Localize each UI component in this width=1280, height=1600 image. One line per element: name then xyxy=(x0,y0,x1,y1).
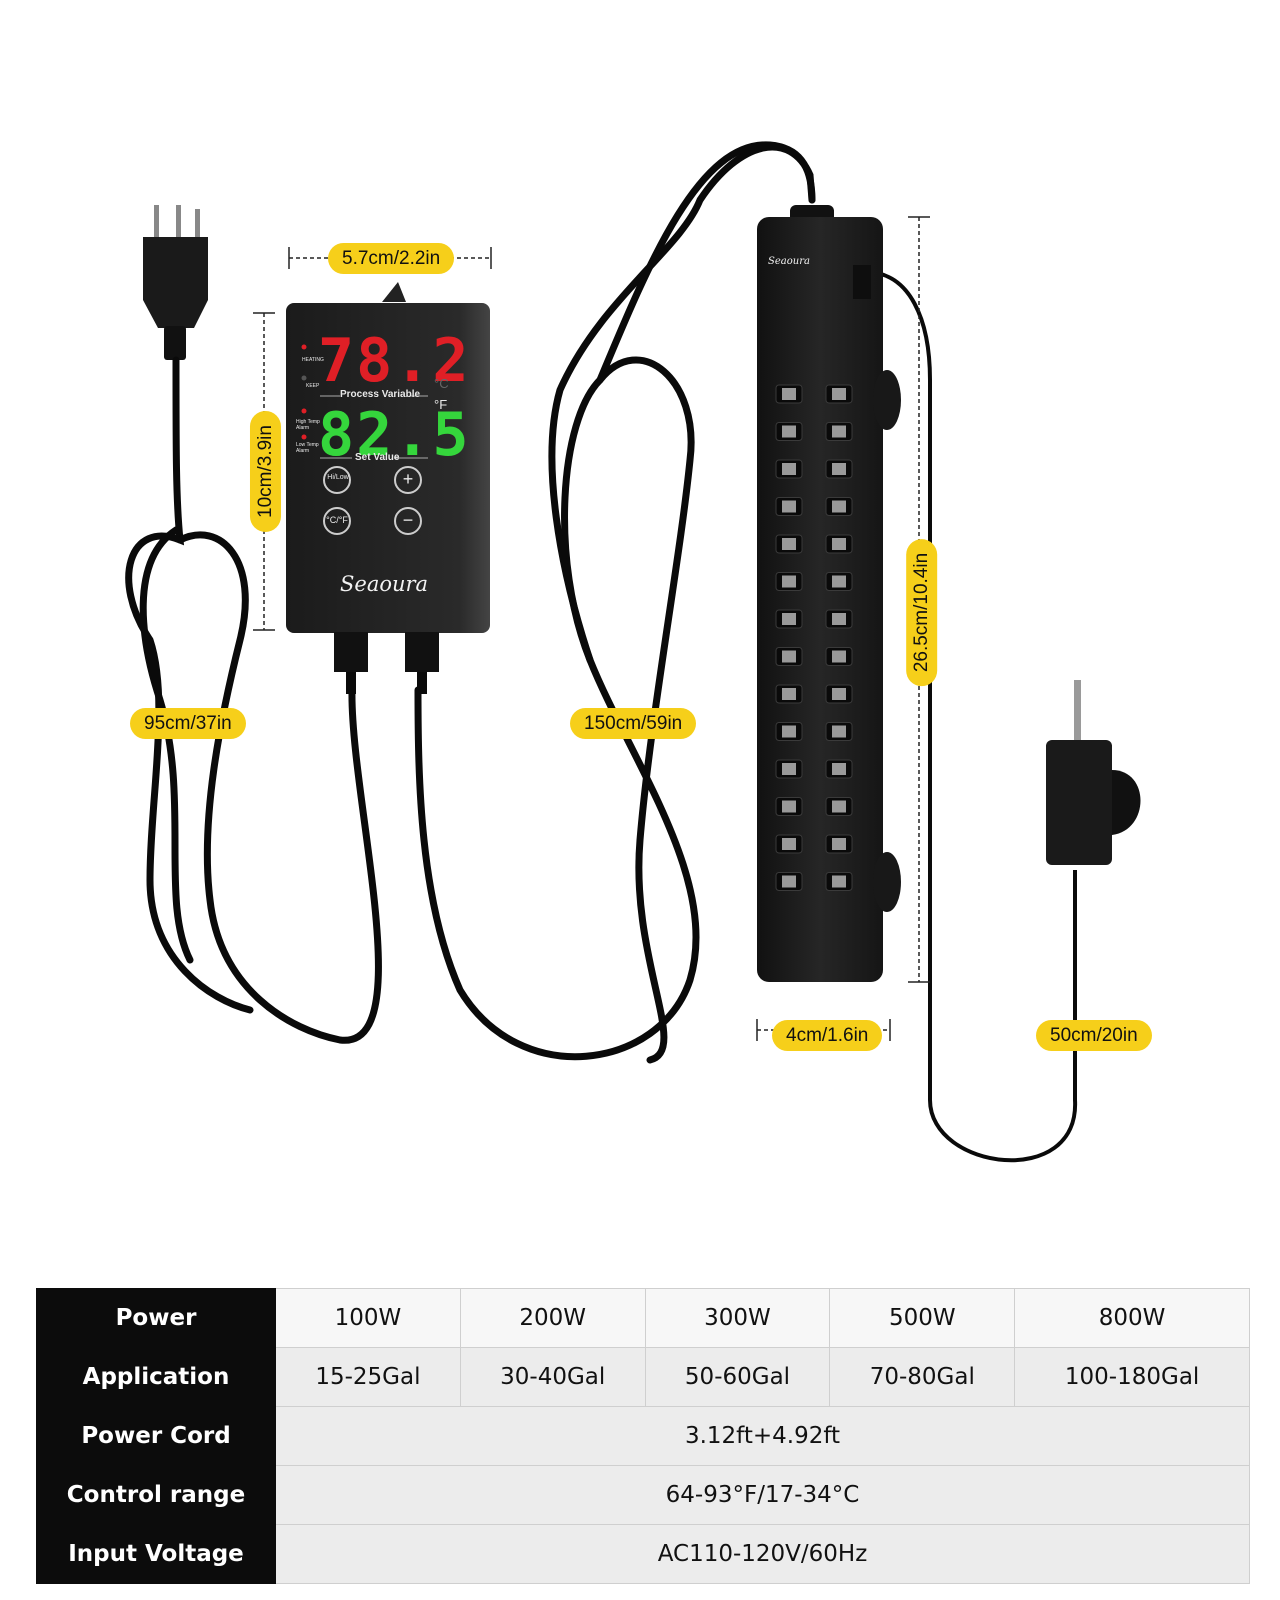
keep-indicator-label: KEEP xyxy=(306,383,320,389)
spec-row-label: Power Cord xyxy=(36,1406,276,1466)
controller-width-label: 5.7cm/2.2in xyxy=(328,243,455,274)
spec-cell: 15-25Gal xyxy=(275,1347,461,1407)
heating-indicator-label: HEATING xyxy=(302,357,324,363)
spec-cell: 200W xyxy=(459,1288,646,1348)
heater-length-label: 26.5cm/10.4in xyxy=(906,538,938,687)
heater-width-label: 4cm/1.6in xyxy=(772,1020,883,1051)
spec-row-label: Control range xyxy=(36,1465,276,1525)
plug-cord xyxy=(125,356,382,1044)
spec-cell: 100-180Gal xyxy=(1014,1347,1250,1407)
probe-cord-length-label: 50cm/20in xyxy=(1036,1020,1152,1051)
controller-brand-logo: Seaoura xyxy=(340,572,429,596)
heater-vent-slots xyxy=(775,384,853,891)
heater-cord-length-label: 150cm/59in xyxy=(570,708,697,739)
set-value-display: 82.5 xyxy=(318,400,471,470)
spec-cell-merged: 3.12ft+4.92ft xyxy=(275,1406,1250,1466)
spec-row-label: Input Voltage xyxy=(36,1524,276,1584)
spec-cell-merged: AC110-120V/60Hz xyxy=(275,1524,1250,1584)
minus-button[interactable]: − xyxy=(402,510,414,530)
temperature-probe xyxy=(1046,680,1141,865)
spec-cell: 70-80Gal xyxy=(829,1347,1016,1407)
low-alarm-label: Low Temp Alarm xyxy=(296,442,319,454)
celsius-unit: °C xyxy=(434,376,449,391)
hilow-button[interactable]: Hi/Low xyxy=(327,474,349,481)
heater-body xyxy=(757,205,901,982)
controller-box xyxy=(286,282,490,694)
hilow-button-ring xyxy=(323,466,351,494)
spec-cell: 300W xyxy=(644,1288,831,1348)
probe-cord xyxy=(865,270,1078,1163)
spec-cell: 30-40Gal xyxy=(459,1347,646,1407)
plus-button-ring xyxy=(394,466,422,494)
fahrenheit-unit: °F xyxy=(434,397,448,412)
spec-row-label: Power xyxy=(36,1288,276,1348)
plug-cord-length-label: 95cm/37in xyxy=(130,708,246,739)
power-plug xyxy=(143,205,208,360)
process-value-display: 78.2 xyxy=(318,326,471,396)
heater-cord xyxy=(414,141,816,1064)
process-variable-label: Process Variable xyxy=(340,389,421,400)
heater-brand-logo: Seaoura xyxy=(768,256,810,267)
spec-cell: 800W xyxy=(1014,1288,1250,1348)
product-drawing xyxy=(125,141,1141,1163)
cf-button-ring xyxy=(323,507,351,535)
minus-button-ring xyxy=(394,507,422,535)
set-value-label: Set Value xyxy=(355,452,400,463)
spec-cell-merged: 64-93°F/17-34°C xyxy=(275,1465,1250,1525)
spec-cell: 500W xyxy=(829,1288,1016,1348)
controller-height-label: 10cm/3.9in xyxy=(249,411,281,532)
high-alarm-label: High Temp Alarm xyxy=(296,419,320,431)
unit-toggle-button[interactable]: °C/°F xyxy=(326,515,348,525)
spec-cell: 50-60Gal xyxy=(644,1347,831,1407)
spec-cell: 100W xyxy=(275,1288,461,1348)
spec-row-label: Application xyxy=(36,1347,276,1407)
plus-button[interactable]: + xyxy=(402,469,414,489)
